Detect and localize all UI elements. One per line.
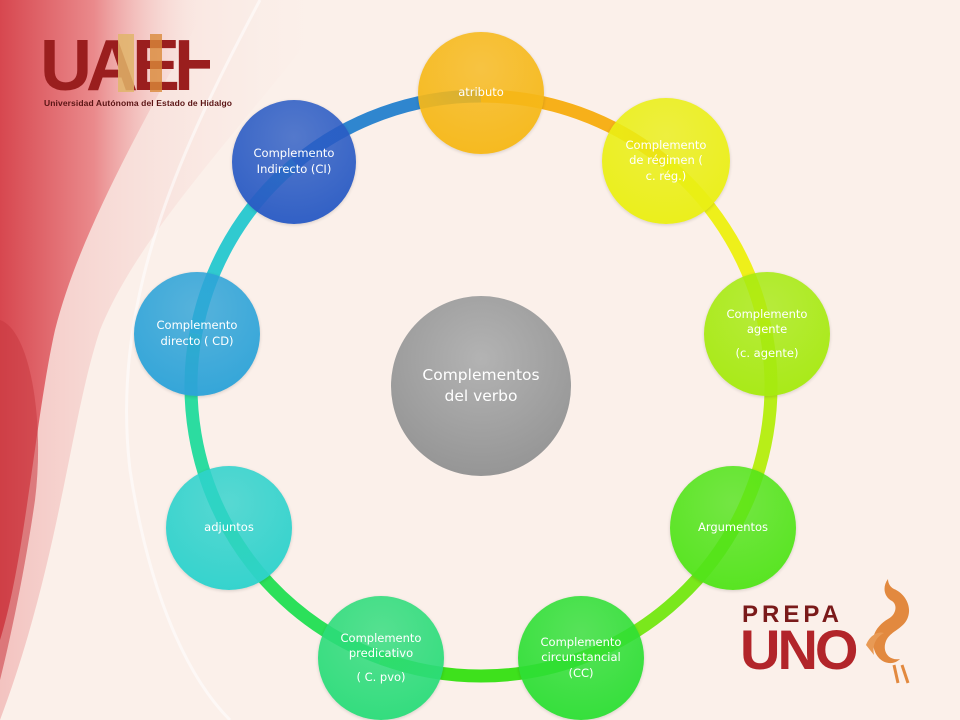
node-circunstancial-line-2: circunstancial <box>541 650 621 665</box>
node-regimen-line-3: c. rég.) <box>645 168 687 183</box>
node-indirecto-line-2: Indirecto (CI) <box>256 162 332 176</box>
node-predicativo-line-3: ( C. pvo) <box>356 669 406 684</box>
prepa-uno-logo: PREPA UNO <box>740 575 920 685</box>
node-agente: Complemento agente (c. agente) <box>704 272 830 396</box>
node-agente-line-2: agente <box>746 322 788 337</box>
node-indirecto-line-1: Complemento <box>253 146 335 161</box>
node-predicativo-line-1: Complemento <box>340 630 422 645</box>
uaeh-logo-mark: UAEH <box>40 28 210 98</box>
node-circunstancial: Complemento circunstancial (CC) <box>518 596 644 720</box>
node-agente-line-1: Complemento <box>726 306 808 321</box>
node-argumentos: Argumentos <box>670 466 796 590</box>
center-line-2: del verbo <box>444 387 518 405</box>
node-adjuntos-line-1: adjuntos <box>204 520 254 535</box>
node-circunstancial-line-1: Complemento <box>540 634 622 649</box>
center-line-1: Complementos <box>422 366 540 385</box>
node-directo-line-2: directo ( CD) <box>160 334 234 348</box>
node-adjuntos: adjuntos <box>166 466 292 590</box>
bird-icon <box>866 579 910 684</box>
node-directo-line-1: Complemento <box>156 318 238 333</box>
node-circunstancial-line-3: (CC) <box>568 665 594 680</box>
prepa-word: PREPA <box>742 601 843 628</box>
node-regimen-line-1: Complemento <box>625 137 707 152</box>
center-node: Complementos del verbo <box>391 296 571 476</box>
node-indirecto: Complemento Indirecto (CI) <box>232 100 356 224</box>
node-regimen: Complemento de régimen ( c. rég.) <box>602 98 730 224</box>
node-regimen-line-2: de régimen ( <box>629 153 703 168</box>
node-argumentos-line-1: Argumentos <box>697 520 769 535</box>
node-predicativo: Complemento predicativo ( C. pvo) <box>318 596 444 720</box>
node-directo: Complemento directo ( CD) <box>134 272 260 396</box>
uaeh-caption: Universidad Autónoma del Estado de Hidal… <box>44 98 233 108</box>
node-atributo: atributo <box>418 32 544 154</box>
node-atributo-line-1: atributo <box>458 85 504 100</box>
node-agente-line-3: (c. agente) <box>735 345 799 360</box>
node-predicativo-line-2: predicativo <box>348 646 414 661</box>
uno-word: UNO <box>740 618 858 681</box>
uaeh-logo: UAEH Universidad Autónoma del Estado de … <box>40 28 232 112</box>
